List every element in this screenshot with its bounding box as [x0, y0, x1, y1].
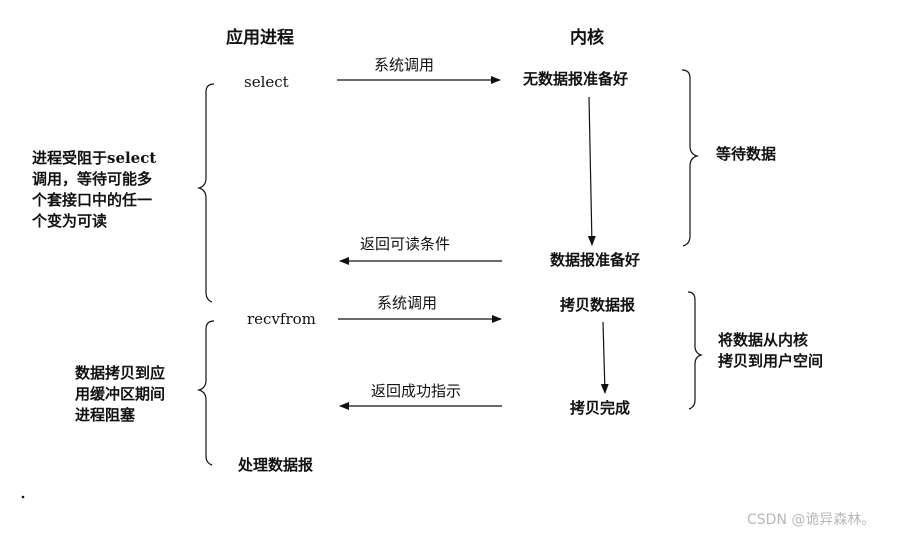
- kernel-copy-complete: 拷贝完成: [570, 399, 631, 417]
- copy-block-line-2: 用缓冲区期间: [75, 385, 166, 403]
- select-block-brace: [196, 83, 215, 303]
- syscall-label-2: 系统调用: [377, 294, 438, 312]
- process-datagram-label: 处理数据报: [238, 456, 314, 474]
- select-call-label: select: [244, 73, 289, 91]
- wait-data-brace: [681, 69, 700, 247]
- select-block-line-2: 调用，等待可能多: [32, 170, 153, 188]
- syscall-label-1: 系统调用: [374, 56, 435, 74]
- copy-to-user-line-1: 将数据从内核: [718, 331, 809, 349]
- copy-to-user-line-2: 拷贝到用户空间: [718, 352, 824, 370]
- recvfrom-call-label: recvfrom: [247, 310, 316, 328]
- wait-vertical-arrow: [587, 96, 596, 246]
- copy-block-line-1: 数据拷贝到应: [75, 364, 166, 382]
- copy-block-note: 数据拷贝到应 用缓冲区期间 进程阻塞: [75, 363, 165, 426]
- app-process-header: 应用进程: [226, 28, 294, 48]
- copy-to-user-note: 将数据从内核 拷贝到用户空间: [718, 330, 823, 372]
- select-block-line-1: 进程受阻于select: [32, 149, 157, 167]
- kernel-no-data-ready: 无数据报准备好: [523, 70, 629, 88]
- wait-data-note: 等待数据: [716, 145, 777, 163]
- kernel-copy-datagram: 拷贝数据报: [560, 296, 636, 314]
- select-block-line-4: 个变为可读: [32, 212, 108, 230]
- return-readable-label: 返回可读条件: [360, 235, 451, 253]
- kernel-data-ready: 数据报准备好: [550, 251, 641, 269]
- copy-block-brace: [196, 320, 215, 466]
- select-block-line-3: 个套接口中的任一: [32, 191, 153, 209]
- copy-block-line-3: 进程阻塞: [75, 406, 136, 424]
- copy-to-user-brace: [687, 291, 703, 410]
- select-block-note: 进程受阻于select 调用，等待可能多 个套接口中的任一 个变为可读: [32, 148, 156, 232]
- return-success-label: 返回成功指示: [371, 382, 462, 400]
- kernel-header: 内核: [570, 28, 604, 48]
- csdn-watermark: CSDN @诡异森林。: [747, 512, 876, 528]
- stray-dot: [21, 495, 25, 499]
- copy-vertical-arrow: [600, 321, 609, 394]
